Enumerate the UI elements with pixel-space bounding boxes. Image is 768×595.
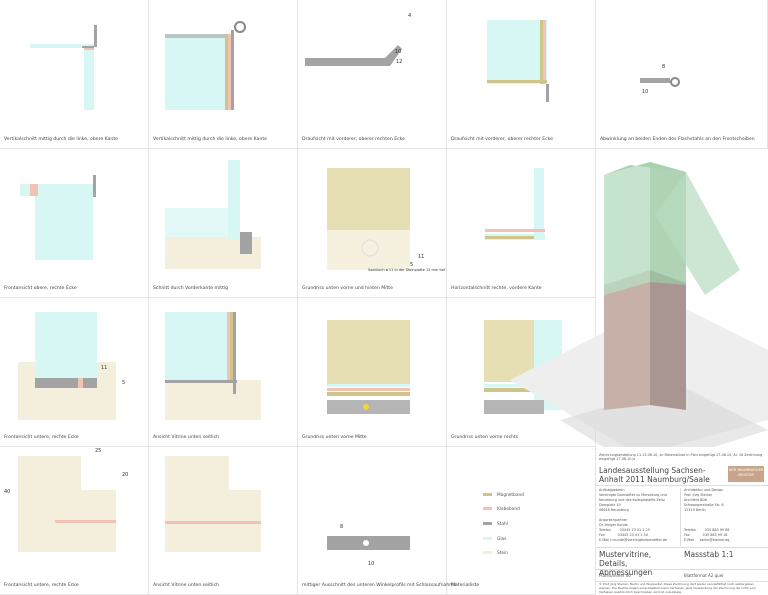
detail-caption: Ansicht Vitrine unten seitlich	[153, 583, 220, 588]
legend-label: Stahl	[497, 522, 508, 527]
legend-item: Glas	[483, 537, 506, 542]
project-title: Landesausstellung Sachsen-Anhalt 2011 Na…	[599, 466, 710, 484]
detail-top-view-1: 4 10 12	[305, 13, 411, 66]
detail-caption: Schnitt durch Vorderkante mittig	[153, 286, 229, 291]
detail-horizontal-section-right	[485, 168, 545, 240]
legend-label: Klebeband	[497, 507, 520, 512]
dimension-label: 4	[408, 13, 411, 19]
architect-info: Architektur und Design Prof. Jürg Steine…	[680, 488, 729, 546]
detail-caption: Grundriss unten vorne rechts	[451, 435, 519, 440]
detail-cell: Vertikalschnitt mittig durch die linke, …	[149, 0, 298, 149]
title-block: Zeichnungserstellung 11.13.08.10, zu Mat…	[596, 447, 768, 595]
detail-cell: Grundriss unten vorne Mitte	[298, 298, 447, 447]
detail-caption: Grundriss unten vorne und hinten Mitte	[302, 286, 393, 291]
dimension-label: 8	[662, 64, 665, 70]
detail-cell: Frontansicht obere, rechte Ecke	[0, 149, 149, 298]
dimension-label: 20	[122, 472, 128, 478]
dimension-label: 10	[642, 89, 648, 95]
detail-caption: Frontansicht untere, rechte Ecke	[4, 583, 79, 588]
plan-number: Plannummer 46	[599, 573, 631, 578]
sheet-format: Blattformat A2 quer	[684, 573, 724, 578]
swatch-adhesive	[483, 507, 492, 510]
swatch-stone	[483, 551, 492, 554]
legend-item: Stein	[483, 551, 508, 556]
detail-caption: Frontansicht untere, rechte Ecke	[4, 435, 79, 440]
detail-front-bottom-right-2: 25 20 40	[4, 448, 128, 552]
detail-cell: Draufsicht mit vorderer, oberer rechten …	[298, 0, 447, 149]
dimension-label: 11	[101, 365, 107, 371]
legend-label: Glas	[497, 537, 507, 542]
legend-item: Magnetband	[483, 493, 524, 498]
detail-caption: Draufsicht mit vorderer, oberer rechter …	[451, 137, 553, 142]
dimension-label: 5	[410, 262, 413, 268]
detail-caption: Vertikalschnitt mittig durch die linke, …	[153, 137, 267, 142]
detail-caption: Frontansicht obere, rechte Ecke	[4, 286, 77, 291]
dimension-label: 10	[368, 561, 374, 567]
client-info: Auftraggeberin Vereinigte Domstifter zu …	[599, 488, 667, 542]
detail-plan-bottom-front-back: 11 5 Sacklloch ø 11 in der Steinplatte 1…	[327, 168, 446, 272]
detail-cell: Horizontalschnitt rechte, vordere Kante	[447, 149, 596, 298]
dimension-label: 25	[95, 448, 101, 454]
legend-label: Stein	[497, 551, 508, 556]
detail-angle-profile-lock: 8 10	[327, 524, 410, 567]
detail-cell: Frontansicht untere, rechte Ecke	[0, 298, 149, 447]
dimension-label: 5	[122, 380, 125, 386]
drawing-title: Mustervitrine, Details, Abmessungen	[599, 550, 653, 577]
showcase-3d-render	[510, 162, 768, 470]
dimension-label: 8	[340, 524, 343, 530]
scale-label: Massstab 1:1	[684, 550, 734, 559]
detail-caption: Grundriss unten vorne Mitte	[302, 435, 367, 440]
detail-cell: Grundriss unten vorne und hinten Mitte	[298, 149, 447, 298]
dimension-label: 40	[4, 489, 10, 495]
detail-caption: Abwinklung an beiden Enden des Flachstah…	[600, 137, 755, 142]
detail-cell: Schnitt durch Vorderkante mittig	[149, 149, 298, 298]
detail-plan-bottom-front-middle	[327, 320, 410, 414]
detail-caption: Vertikalschnitt mittig durch die linke, …	[4, 137, 118, 142]
detail-front-top-right	[20, 175, 96, 260]
swatch-magnet	[483, 493, 492, 496]
detail-vertical-section-2	[165, 21, 246, 110]
detail-side-bottom-2	[165, 456, 261, 552]
swatch-glass	[483, 537, 492, 540]
detail-caption: Ansicht Vitrine unten seitlich	[153, 435, 220, 440]
copyright-note: © Prof. Jürg Steiner, Berlin und Wuppert…	[599, 582, 757, 594]
detail-top-view-2	[487, 20, 549, 102]
detail-vertical-section-1	[30, 25, 97, 110]
detail-cell: Vertikalschnitt mittig durch die linke, …	[0, 0, 149, 149]
detail-bend-flat-steel: 8 10	[640, 64, 680, 95]
detail-cell: Ansicht Vitrine unten seitlich	[149, 298, 298, 447]
legend-item: Stahl	[483, 522, 508, 527]
bore-note: Sacklloch ø 11 in der Steinplatte 15 mm …	[368, 268, 446, 272]
detail-caption: Horizontalschnitt rechte, vordere Kante	[451, 286, 542, 291]
legend-label: Magnetband	[497, 493, 524, 498]
detail-caption: Materialliste	[451, 583, 480, 588]
project-logo: DER NAUMBURGER MEISTER	[728, 466, 764, 482]
detail-side-bottom-1	[165, 312, 261, 420]
dimension-label: 11	[418, 254, 424, 260]
revision-note: Zeichnungserstellung 11.13.08.10, zu Mat…	[599, 453, 763, 461]
dimension-label: 10	[395, 49, 401, 55]
detail-front-edge-section	[165, 160, 261, 269]
detail-caption: Draufsicht mit vorderer, oberer rechten …	[302, 137, 405, 142]
detail-caption: mittiger Ausschnitt des unteren Winkelpr…	[302, 583, 457, 588]
dimension-label: 12	[396, 59, 402, 65]
detail-cell: Draufsicht mit vorderer, oberer rechter …	[447, 0, 596, 149]
legend-item: Klebeband	[483, 507, 520, 512]
swatch-steel	[483, 522, 492, 525]
detail-front-bottom-right-1: 11 5	[18, 312, 125, 420]
